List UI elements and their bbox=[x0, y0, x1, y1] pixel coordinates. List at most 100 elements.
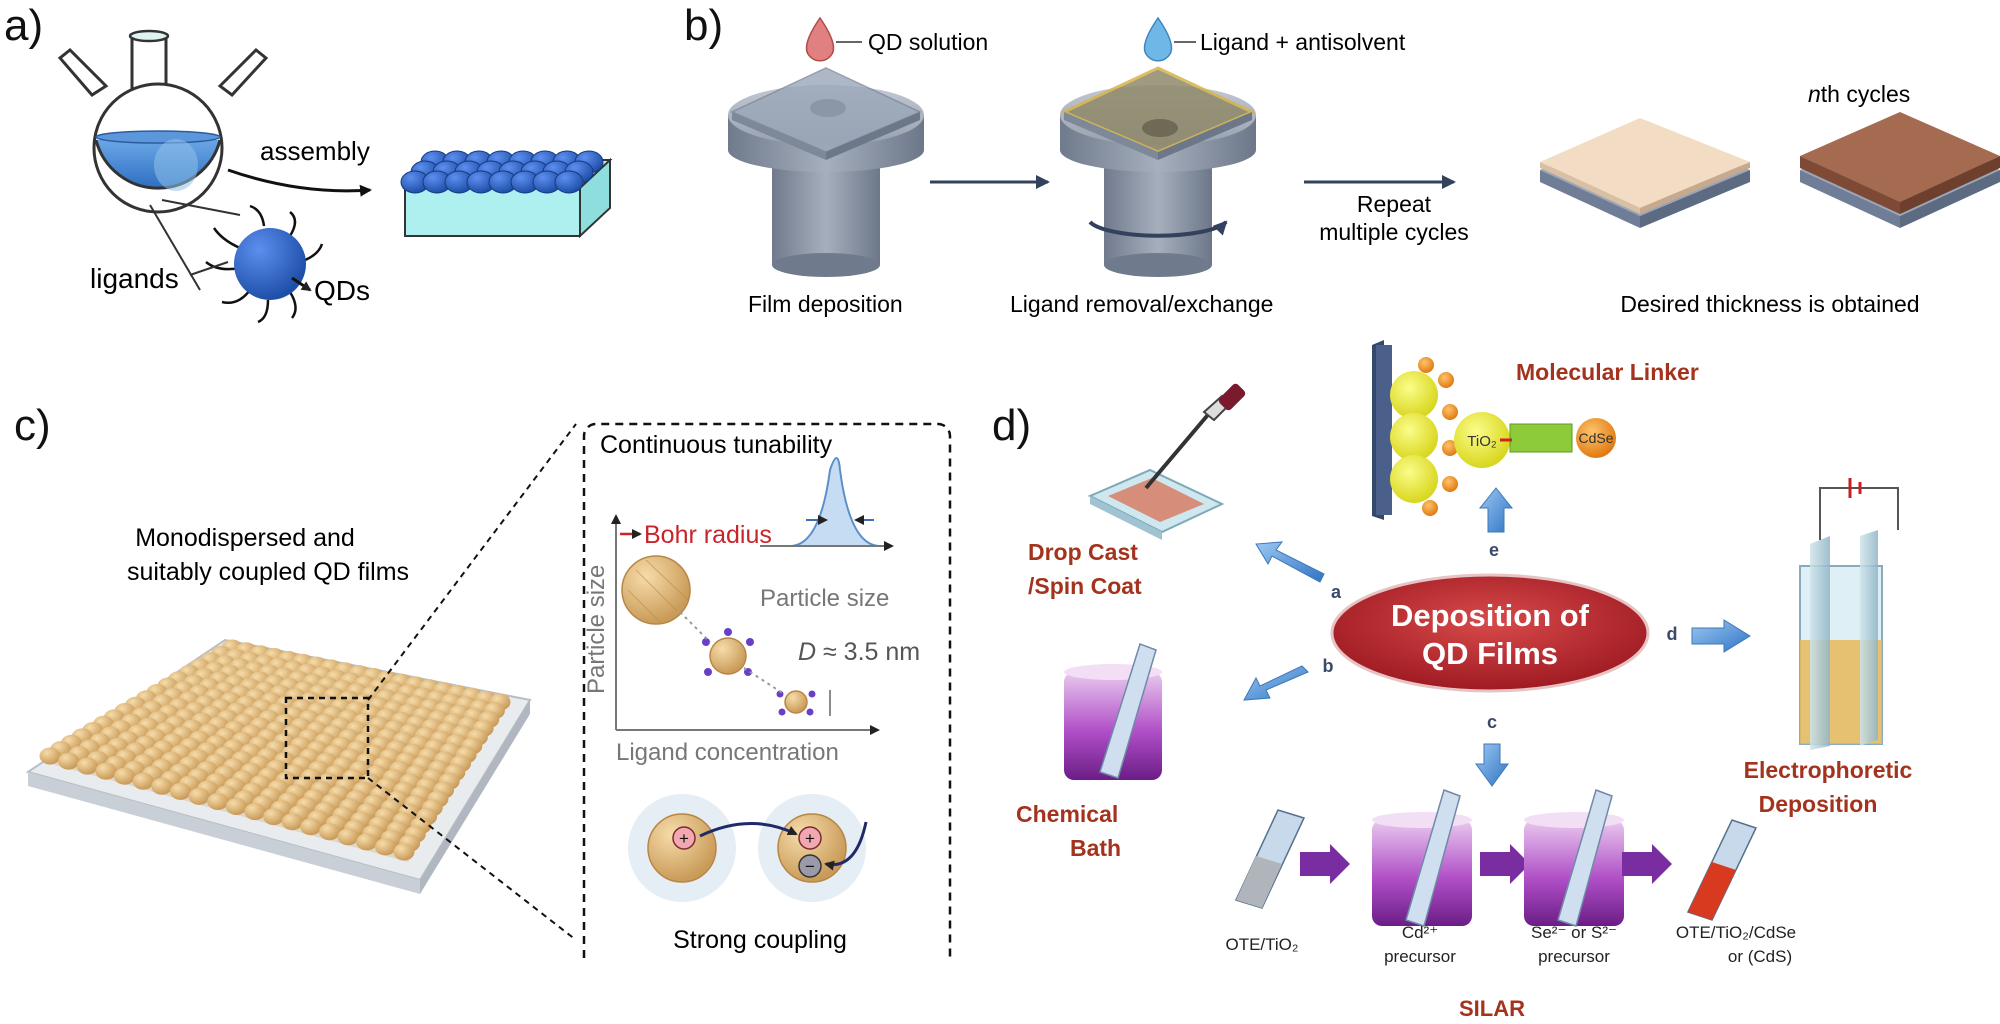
gold-qd-sphere bbox=[300, 818, 322, 836]
zoom-box bbox=[284, 696, 370, 780]
gold-qd-sphere bbox=[393, 843, 415, 861]
electrophoretic-cell-figure bbox=[1799, 478, 1899, 750]
nth-cycles-label: nth cycles bbox=[1808, 81, 1910, 107]
film-deposition-label: Film deposition bbox=[748, 291, 903, 317]
arrow-e-label: e bbox=[1489, 540, 1499, 560]
arrow-b bbox=[1243, 665, 1309, 701]
cdse-label: CdSe bbox=[1578, 430, 1613, 446]
chemical-line1: Chemical bbox=[1016, 801, 1118, 827]
strong-coupling-label: Strong coupling bbox=[673, 926, 847, 954]
ote-label: OTE/TiO₂ bbox=[1225, 935, 1298, 954]
panel-a: a) assembly bbox=[4, 1, 613, 324]
arrow-a-label: a bbox=[1331, 582, 1342, 602]
gold-qd-sphere bbox=[188, 787, 210, 805]
desired-thickness-label: Desired thickness is obtained bbox=[1620, 291, 1919, 317]
tio2-label: TiO₂ bbox=[1467, 433, 1497, 450]
silar-ote-slide bbox=[1234, 809, 1306, 909]
particle-size-axis-label: Particle size bbox=[583, 565, 610, 694]
thin-film-stack bbox=[1540, 118, 1750, 228]
qds-label: QDs bbox=[314, 275, 370, 306]
qd-particle-icon bbox=[205, 204, 324, 324]
medium-nanocrystal bbox=[702, 628, 754, 676]
final-line2: or (CdS) bbox=[1728, 947, 1792, 966]
ligands-label: ligands bbox=[90, 263, 179, 294]
blue-drop-icon bbox=[1143, 16, 1173, 62]
nth-rest: th cycles bbox=[1821, 81, 1910, 107]
svg-text:+: + bbox=[805, 829, 815, 848]
d-value: ≈ 3.5 nm bbox=[816, 638, 920, 666]
se-line2: precursor bbox=[1538, 947, 1610, 966]
large-nanocrystal bbox=[621, 555, 691, 625]
spin-coater-1 bbox=[728, 67, 924, 277]
repeat-line2: multiple cycles bbox=[1319, 219, 1469, 245]
mono-line1: Monodispersed and bbox=[135, 524, 355, 552]
arrow-d-label: d bbox=[1667, 624, 1678, 644]
drop-cast-line1: Drop Cast bbox=[1028, 539, 1138, 565]
blue-qd-sphere bbox=[554, 170, 584, 194]
panel-c-letter: c) bbox=[14, 401, 51, 450]
molecular-linker-label: Molecular Linker bbox=[1516, 359, 1699, 385]
gold-qd-sphere bbox=[337, 828, 359, 846]
qd-film-substrate bbox=[25, 638, 532, 894]
continuous-tunability-label: Continuous tunability bbox=[600, 431, 833, 459]
deposition-center bbox=[1330, 573, 1650, 693]
arrow-b-label: b bbox=[1323, 656, 1334, 676]
gold-qd-spheres bbox=[39, 639, 511, 861]
arrow-e bbox=[1478, 487, 1514, 533]
svg-text:+: + bbox=[679, 829, 689, 848]
drop-cast-line2: /Spin Coat bbox=[1028, 573, 1142, 599]
gold-qd-sphere bbox=[244, 803, 266, 821]
arrow-a bbox=[1255, 541, 1325, 583]
qd-spheres bbox=[400, 150, 604, 194]
arrow-d bbox=[1691, 619, 1751, 653]
nth-n: n bbox=[1808, 81, 1821, 107]
qd-solution-label: QD solution bbox=[868, 29, 988, 55]
molecular-linker-figure bbox=[1372, 340, 1616, 520]
cd-line1: Cd²⁺ bbox=[1402, 923, 1438, 942]
silar-arrow-1 bbox=[1300, 844, 1350, 884]
small-nanocrystal bbox=[776, 690, 831, 716]
drop-cast-figure bbox=[1087, 383, 1246, 540]
gold-qd-sphere bbox=[132, 772, 154, 790]
center-line2: QD Films bbox=[1422, 636, 1558, 671]
gold-qd-sphere bbox=[263, 808, 285, 826]
arrow-c bbox=[1475, 743, 1509, 787]
spin-coater-2 bbox=[1060, 66, 1256, 277]
gold-qd-sphere bbox=[207, 793, 229, 810]
silar-arrow-2 bbox=[1480, 844, 1530, 884]
silar-label: SILAR bbox=[1459, 996, 1525, 1021]
silar-se-beaker bbox=[1524, 789, 1624, 927]
panel-a-letter: a) bbox=[4, 1, 43, 50]
se-line1: Se²⁻ or S²⁻ bbox=[1531, 923, 1617, 942]
panel-d-letter: d) bbox=[992, 401, 1031, 450]
gold-qd-sphere bbox=[356, 833, 378, 851]
final-line1: OTE/TiO₂/CdSe bbox=[1676, 923, 1796, 942]
ligand-removal-label: Ligand removal/exchange bbox=[1010, 291, 1273, 317]
gold-qd-sphere bbox=[319, 823, 340, 841]
silar-arrow-3 bbox=[1622, 844, 1672, 884]
repeat-line1: Repeat bbox=[1357, 191, 1432, 217]
gold-qd-sphere bbox=[225, 798, 247, 815]
d-value-label: D ≈ 3.5 nm bbox=[798, 638, 920, 666]
zoom-panel-border bbox=[582, 422, 952, 958]
center-line1: Deposition of bbox=[1391, 598, 1590, 633]
coupled-pair: + + − bbox=[628, 794, 868, 902]
ligand-antisolvent-label: Ligand + antisolvent bbox=[1200, 29, 1406, 55]
gold-qd-sphere bbox=[58, 752, 80, 770]
gold-qd-sphere bbox=[151, 777, 173, 795]
gold-qd-sphere bbox=[281, 813, 303, 831]
assembly-arrow bbox=[227, 168, 372, 197]
panel-b-letter: b) bbox=[684, 1, 723, 50]
gold-qd-sphere bbox=[39, 747, 61, 765]
ligand-concentration-label: Ligand concentration bbox=[616, 739, 839, 766]
panel-d: d) Deposition of QD Films Molecular Link… bbox=[992, 340, 1913, 1021]
particle-size-curve-label: Particle size bbox=[760, 585, 889, 612]
thick-film-stack bbox=[1800, 112, 2000, 228]
electro-line2: Deposition bbox=[1759, 791, 1878, 817]
gold-qd-sphere bbox=[374, 838, 396, 856]
cd-line2: precursor bbox=[1384, 947, 1456, 966]
mono-line2: suitably coupled QD films bbox=[127, 558, 409, 586]
panel-c: c) Monodispersed and suitably coupled QD… bbox=[14, 401, 952, 958]
assembly-label: assembly bbox=[260, 136, 370, 166]
